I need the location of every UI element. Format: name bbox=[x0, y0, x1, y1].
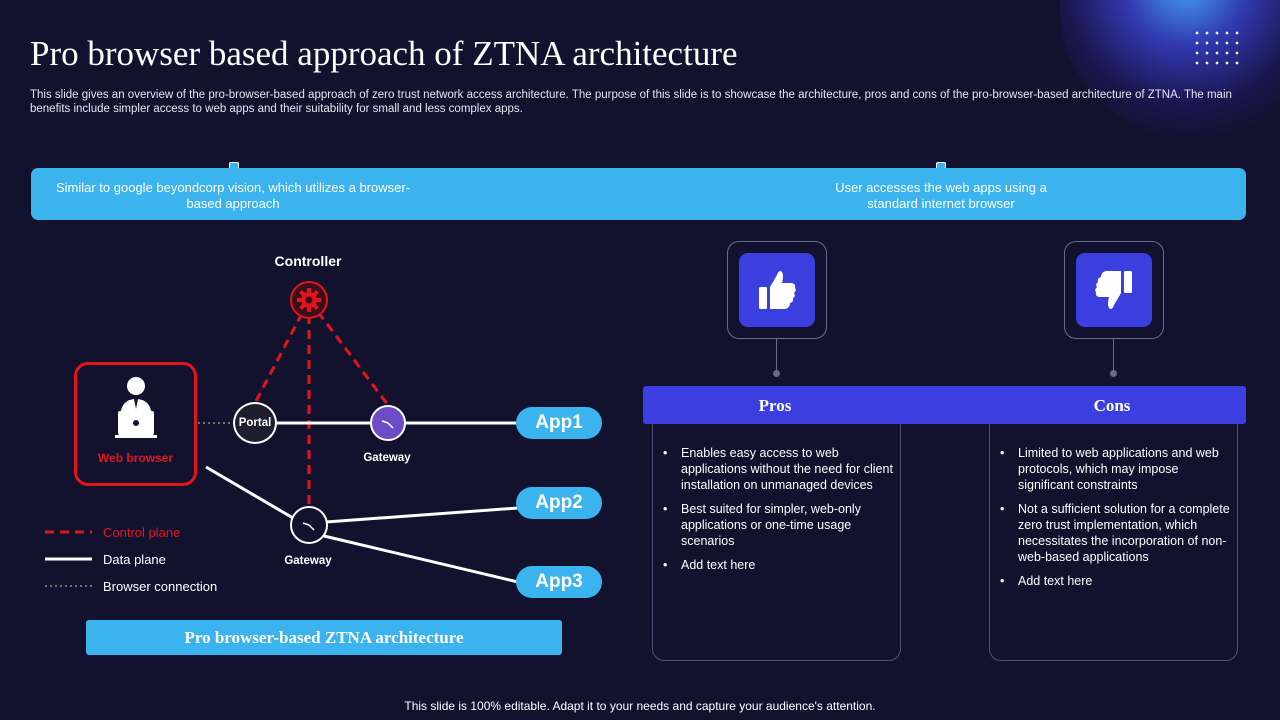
thumbs-up-icon bbox=[759, 271, 796, 309]
page-title: Pro browser based approach of ZTNA archi… bbox=[30, 34, 738, 73]
legend-data-plane: Data plane bbox=[103, 552, 166, 567]
app2-node: App2 bbox=[516, 487, 602, 519]
app1-node: App1 bbox=[516, 407, 602, 439]
banner-right-text: User accesses the web apps using a stand… bbox=[835, 180, 1047, 211]
data-line-gateway-app2 bbox=[325, 506, 519, 524]
pros-item: Best suited for simpler, web-only applic… bbox=[653, 501, 900, 549]
controller-node bbox=[290, 281, 328, 319]
legend-browser-connection: Browser connection bbox=[103, 579, 218, 594]
data-line-gateway-app3 bbox=[323, 534, 519, 584]
gateway-bottom-node bbox=[290, 506, 328, 544]
cons-connector bbox=[1113, 339, 1114, 372]
cons-item: Not a sufficient solution for a complete… bbox=[990, 501, 1237, 565]
gear-icon bbox=[297, 288, 321, 312]
thumbs-down-icon bbox=[1095, 271, 1132, 309]
web-browser-label: Web browser bbox=[97, 451, 174, 465]
data-line-browser-gateway bbox=[205, 465, 294, 520]
footer-note: This slide is 100% editable. Adapt it to… bbox=[404, 699, 876, 713]
gateway-top-node bbox=[370, 405, 406, 441]
info-banner: Similar to google beyondcorp vision, whi… bbox=[31, 168, 1246, 220]
cons-item: Limited to web applications and web prot… bbox=[990, 445, 1237, 493]
control-line-gateway-top bbox=[307, 299, 390, 406]
web-browser-node: Web browser bbox=[74, 362, 197, 486]
cons-item: Add text here bbox=[990, 573, 1237, 589]
cons-icon-box bbox=[1064, 241, 1164, 339]
portal-node: Portal bbox=[233, 402, 277, 444]
banner-left-text: Similar to google beyondcorp vision, whi… bbox=[55, 180, 411, 211]
pros-item: Add text here bbox=[653, 557, 900, 573]
cons-connector-dot bbox=[1110, 370, 1117, 377]
cons-title: Cons bbox=[1093, 396, 1131, 415]
pros-cons-header-bar: Pros Cons bbox=[643, 386, 1246, 424]
diagram-caption: Pro browser-based ZTNA architecture bbox=[86, 620, 562, 655]
pros-connector-dot bbox=[773, 370, 780, 377]
clock-icon bbox=[381, 420, 394, 429]
app3-node: App3 bbox=[516, 566, 602, 598]
pros-title: Pros bbox=[758, 396, 792, 415]
legend-control-plane: Control plane bbox=[103, 525, 181, 540]
pros-card: Enables easy access to web applications … bbox=[652, 424, 901, 661]
user-laptop-icon bbox=[115, 377, 157, 438]
controller-label: Controller bbox=[274, 253, 342, 269]
page-subtitle: This slide gives an overview of the pro-… bbox=[30, 89, 1232, 115]
cons-card: Limited to web applications and web prot… bbox=[989, 424, 1238, 661]
dot-grid-decoration bbox=[1192, 28, 1244, 68]
pros-connector bbox=[776, 339, 777, 372]
pros-item: Enables easy access to web applications … bbox=[653, 445, 900, 493]
gateway-bottom-label: Gateway bbox=[284, 555, 332, 567]
clock-icon bbox=[302, 522, 315, 531]
gateway-top-label: Gateway bbox=[363, 452, 411, 464]
pros-icon-box bbox=[727, 241, 827, 339]
